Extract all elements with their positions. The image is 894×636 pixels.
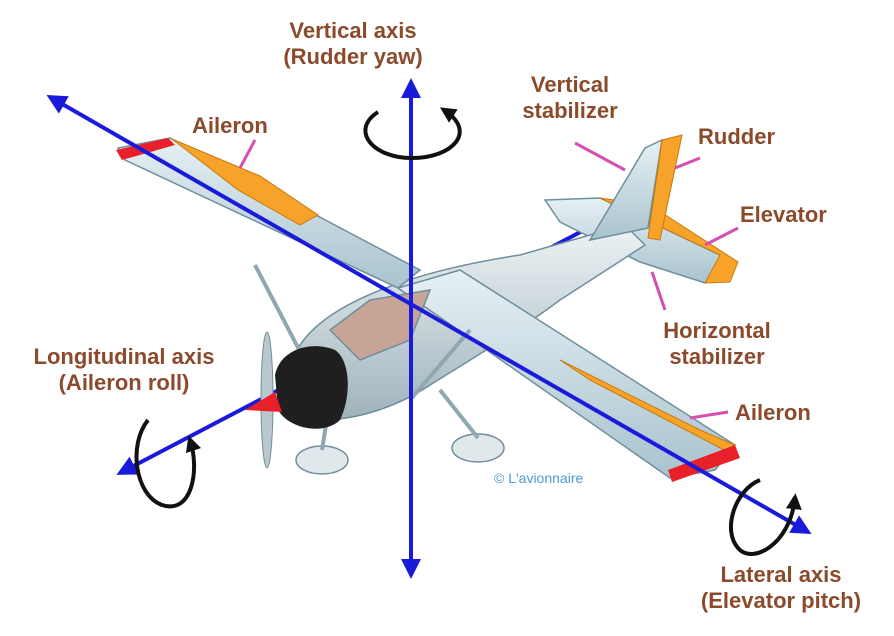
leader-rudder bbox=[674, 156, 701, 170]
roll-rotation-arrow bbox=[134, 418, 202, 509]
leader-vertical-stabilizer bbox=[574, 141, 626, 172]
label-aileron-top: Aileron bbox=[192, 113, 268, 138]
leader-horizontal-stabilizer bbox=[650, 271, 667, 311]
label-lateral-axis-line1: Lateral axis bbox=[720, 562, 842, 587]
label-vertical-axis-line2: (Rudder yaw) bbox=[283, 44, 423, 69]
copyright-text: © L'avionnaire bbox=[494, 470, 584, 486]
label-vertical-axis-line1: Vertical axis bbox=[289, 18, 417, 43]
label-horizontal-stabilizer: Horizontal stabilizer bbox=[642, 318, 792, 370]
lateral-axis-line bbox=[46, 95, 812, 534]
label-vertical-stabilizer: Vertical stabilizer bbox=[500, 72, 640, 124]
label-lateral-axis: Lateral axis (Elevator pitch) bbox=[676, 562, 886, 614]
label-elevator: Elevator bbox=[740, 202, 827, 227]
label-longitudinal-axis: Longitudinal axis (Aileron roll) bbox=[4, 344, 244, 396]
leader-aileron-top bbox=[238, 139, 257, 169]
leader-aileron-bottom bbox=[689, 410, 729, 420]
label-aileron-bottom: Aileron bbox=[735, 400, 811, 425]
right-wheel bbox=[451, 433, 505, 463]
leader-elevator bbox=[704, 226, 739, 247]
left-wheel bbox=[295, 445, 349, 475]
yaw-rotation-arrow bbox=[363, 107, 462, 161]
engine-cowling bbox=[275, 346, 348, 429]
label-vertical-stabilizer-line1: Vertical bbox=[530, 72, 610, 97]
right-gear-leg bbox=[438, 388, 480, 440]
label-vertical-axis: Vertical axis (Rudder yaw) bbox=[262, 18, 444, 70]
label-vertical-stabilizer-line2: stabilizer bbox=[522, 98, 618, 123]
label-horizontal-stabilizer-line2: stabilizer bbox=[669, 344, 765, 369]
label-rudder: Rudder bbox=[698, 124, 775, 149]
label-longitudinal-axis-line2: (Aileron roll) bbox=[58, 370, 190, 395]
pitch-rotation-arrow bbox=[728, 478, 802, 556]
label-longitudinal-axis-line1: Longitudinal axis bbox=[33, 344, 215, 369]
label-lateral-axis-line2: (Elevator pitch) bbox=[700, 588, 862, 613]
label-horizontal-stabilizer-line1: Horizontal bbox=[663, 318, 771, 343]
